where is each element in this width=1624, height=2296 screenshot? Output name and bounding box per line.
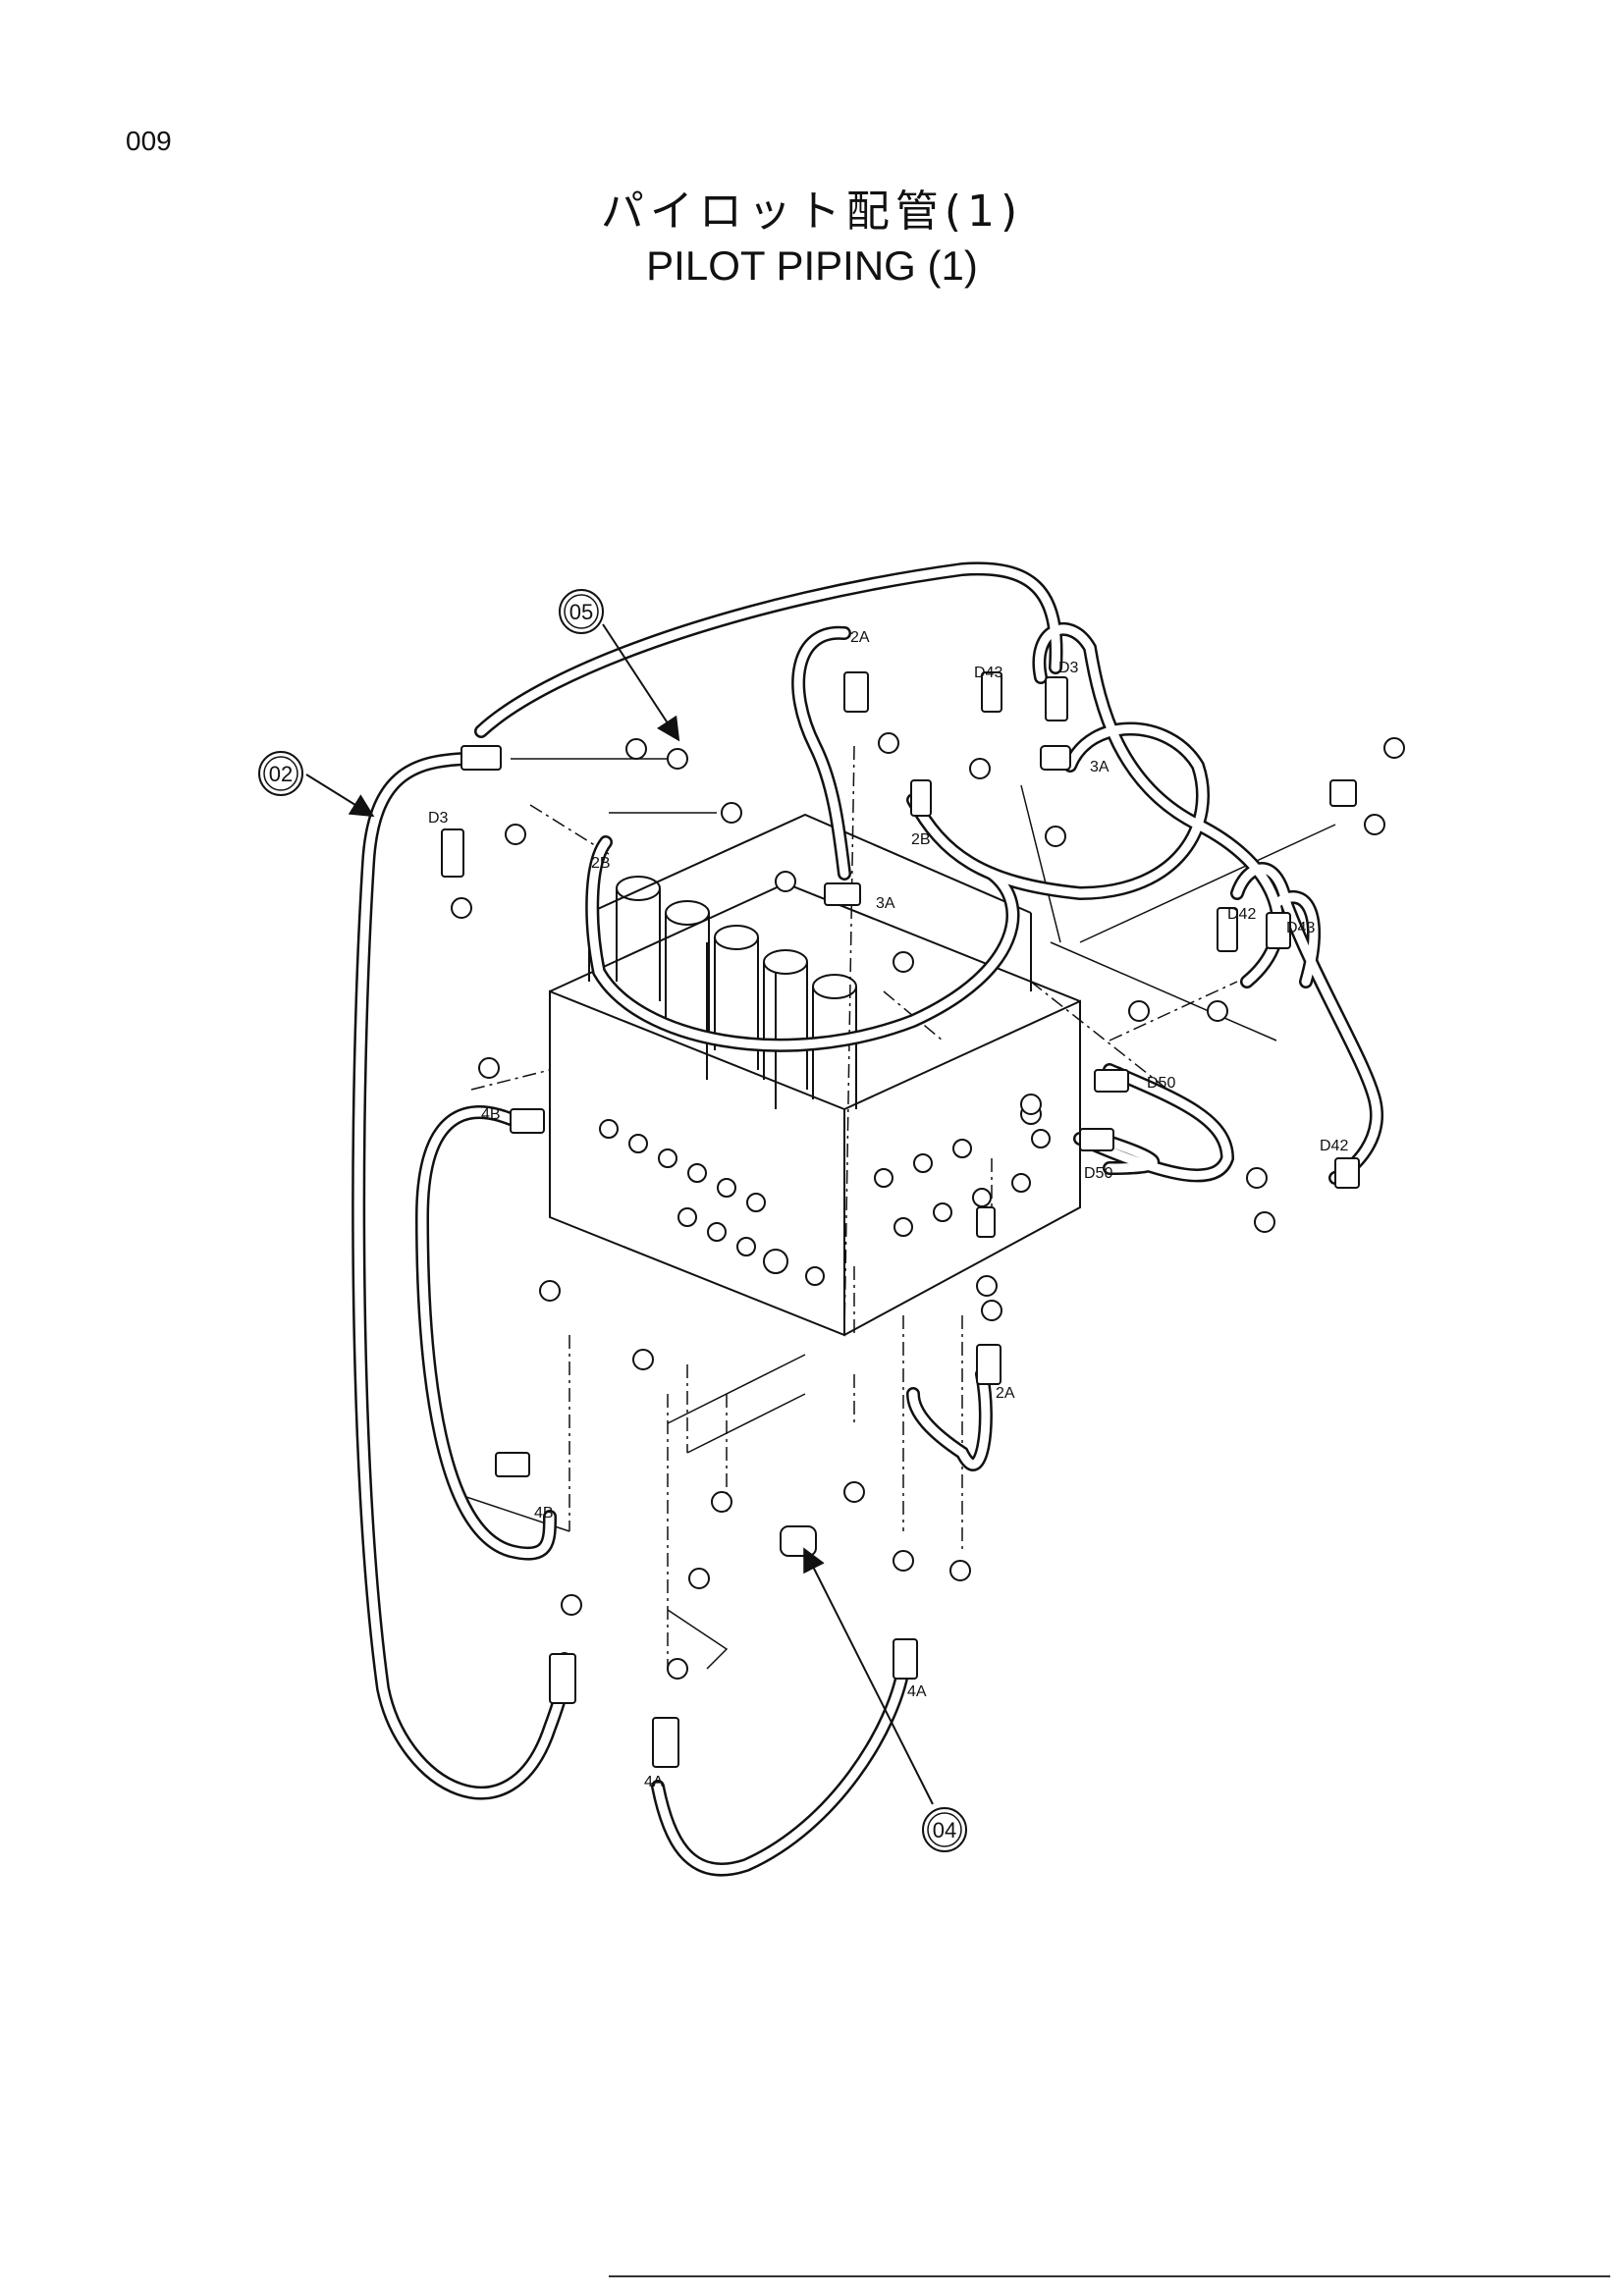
callout-05: 05	[559, 589, 604, 634]
hose-label-d3-left: D3	[428, 810, 449, 827]
callout-04-label: 04	[933, 1818, 956, 1842]
hose-label-4b-upper: 4B	[481, 1106, 501, 1123]
callout-04: 04	[922, 1807, 967, 1852]
hose-label-2b-center: 2B	[911, 831, 931, 848]
leader-lines	[451, 758, 1336, 1670]
hose-label-d43-right: D43	[1286, 920, 1315, 936]
hose-label-d3-top: D3	[1058, 660, 1079, 676]
title-english: PILOT PIPING (1)	[646, 242, 978, 289]
hose-label-3a-center: 3A	[876, 895, 895, 912]
hose-label-d42-lower: D42	[1320, 1138, 1348, 1154]
callout-02: 02	[258, 751, 303, 796]
title-japanese: パイロット配管(1)	[600, 187, 1024, 237]
control-valve-body	[549, 813, 1081, 1337]
page-number: 009	[126, 126, 172, 156]
hose-labels: D3 D43 D3 2A 2B 3A 3A 2B D42 D43 D50 D50…	[428, 629, 1348, 1790]
callout-02-label: 02	[269, 762, 293, 786]
hose-label-4b-lower: 4B	[534, 1505, 554, 1522]
hose-label-d50-lower: D50	[1084, 1165, 1112, 1182]
pilot-hoses-inner	[353, 563, 1381, 1874]
fittings	[441, 671, 1405, 1768]
hose-label-2a-right: 2A	[996, 1385, 1015, 1402]
hose-label-2a-top: 2A	[850, 629, 870, 646]
callout-leaders	[305, 623, 934, 1805]
hose-label-d50-upper: D50	[1147, 1075, 1175, 1092]
footer-rule	[609, 2275, 1610, 2277]
hose-label-3a-right: 3A	[1090, 759, 1110, 775]
hose-label-4a-right: 4A	[907, 1683, 927, 1700]
title-block: パイロット配管(1) PILOT PIPING (1)	[0, 185, 1624, 293]
hose-label-d43-top: D43	[974, 665, 1002, 681]
callout-05-label: 05	[569, 600, 593, 624]
hose-label-4a-left: 4A	[644, 1774, 664, 1790]
hose-label-d42-upper: D42	[1227, 906, 1256, 923]
hose-label-2b-left: 2B	[591, 855, 611, 872]
